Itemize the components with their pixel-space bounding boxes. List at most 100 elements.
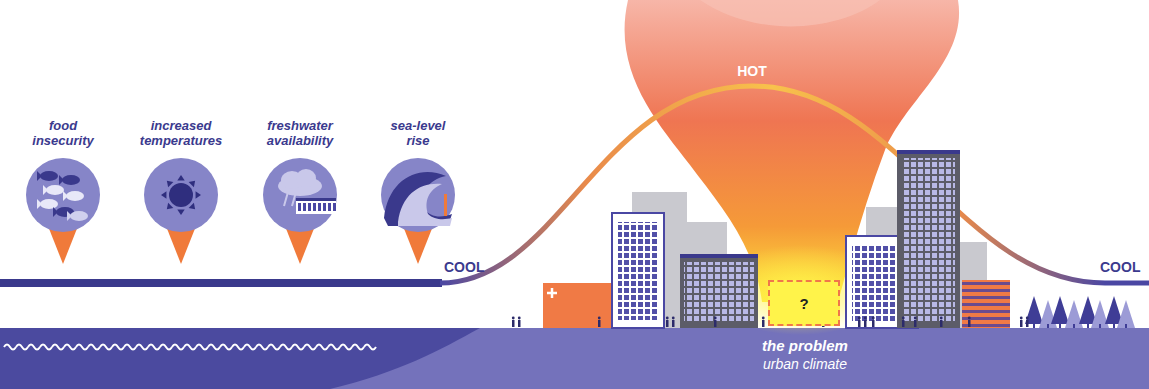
pin-circle — [263, 158, 337, 232]
cool-label: COOL — [444, 259, 484, 275]
wave-stroke — [208, 345, 220, 350]
person-head — [598, 317, 601, 320]
problem-band: the problemurban climate — [0, 328, 1149, 389]
tree-trunk — [1033, 324, 1035, 328]
wave-stroke — [148, 345, 160, 350]
person — [512, 320, 515, 327]
wave-stroke — [244, 345, 256, 350]
pin-label: increased temperatures — [131, 118, 231, 148]
wave-stroke — [136, 345, 148, 350]
band-subtitle: urban climate — [690, 355, 920, 373]
person — [666, 320, 669, 327]
pin-label: freshwater availability — [250, 118, 350, 148]
pin-circle — [381, 158, 455, 232]
tree-trunk — [1125, 324, 1127, 328]
wave-stroke — [52, 345, 64, 350]
tree — [1025, 296, 1043, 324]
person-head — [902, 317, 905, 320]
cool-label: COOL — [1100, 259, 1140, 275]
pin-label: sea-level rise — [378, 118, 458, 148]
person — [672, 320, 675, 327]
wave-stroke — [340, 345, 352, 350]
person — [518, 320, 521, 327]
wave-stroke — [184, 345, 196, 350]
pin-icon — [37, 171, 88, 221]
wave-stroke — [28, 345, 40, 350]
wave-stroke — [64, 345, 76, 350]
person — [1026, 320, 1029, 327]
tree-trunk — [1047, 324, 1049, 328]
wave-stroke — [364, 345, 376, 350]
wave-stroke — [232, 345, 244, 350]
wave-stroke — [304, 345, 316, 350]
wave-stroke — [292, 345, 304, 350]
wave-stroke — [76, 345, 88, 350]
wave-stroke — [268, 345, 280, 350]
person — [940, 320, 943, 327]
person-head — [518, 317, 521, 320]
person-head — [1026, 317, 1029, 320]
person — [902, 320, 905, 327]
tree-trunk — [1087, 324, 1089, 328]
wave-stroke — [196, 345, 208, 350]
pin-label: food insecurity — [24, 118, 102, 148]
wave-stroke — [88, 345, 100, 350]
wave-stroke — [160, 345, 172, 350]
tree-trunk — [1059, 324, 1061, 328]
wave-stroke — [112, 345, 124, 350]
freshwater-pin: freshwater availability — [240, 118, 360, 268]
pin-icon — [161, 175, 201, 215]
person — [762, 320, 765, 327]
band-heading: the problem — [690, 337, 920, 355]
person-head — [858, 317, 861, 320]
hot-label: HOT — [737, 63, 767, 79]
wave-stroke — [316, 345, 328, 350]
person-head — [872, 317, 875, 320]
person-head — [864, 317, 867, 320]
wave-stroke — [4, 345, 16, 350]
tree — [1051, 296, 1069, 324]
unknown-box: ? — [768, 280, 840, 326]
tree — [1117, 300, 1135, 328]
wave-stroke — [256, 345, 268, 350]
pin-icon — [384, 172, 452, 226]
food-pin: food insecurity — [3, 118, 123, 268]
tree-trunk — [1099, 324, 1101, 328]
sea-level-pin: sea-level rise — [358, 118, 478, 268]
person — [872, 320, 875, 327]
box-text: ? — [799, 295, 808, 312]
tree-trunk — [1073, 324, 1075, 328]
person — [968, 320, 971, 327]
wave-stroke — [40, 345, 52, 350]
wave-stroke — [100, 345, 112, 350]
person-head — [968, 317, 971, 320]
person — [714, 320, 717, 327]
pin-circle — [26, 158, 100, 232]
person-head — [666, 317, 669, 320]
wave-stroke — [124, 345, 136, 350]
person-head — [714, 317, 717, 320]
wave-stroke — [280, 345, 292, 350]
person-head — [1020, 317, 1023, 320]
person — [864, 320, 867, 327]
temperature-pin: increased temperatures — [121, 118, 241, 268]
wave-stroke — [352, 345, 364, 350]
person-head — [914, 317, 917, 320]
person — [598, 320, 601, 327]
person-head — [762, 317, 765, 320]
band-text-block: the problemurban climate — [690, 337, 920, 373]
pin-icon — [278, 169, 336, 214]
wave-stroke — [328, 345, 340, 350]
tree-trunk — [1113, 324, 1115, 328]
wave-stroke — [16, 345, 28, 350]
wave-stroke — [172, 345, 184, 350]
person — [1020, 320, 1023, 327]
person-head — [672, 317, 675, 320]
pin-circle — [144, 158, 218, 232]
person — [858, 320, 861, 327]
person — [914, 320, 917, 327]
person-head — [512, 317, 515, 320]
person-head — [940, 317, 943, 320]
